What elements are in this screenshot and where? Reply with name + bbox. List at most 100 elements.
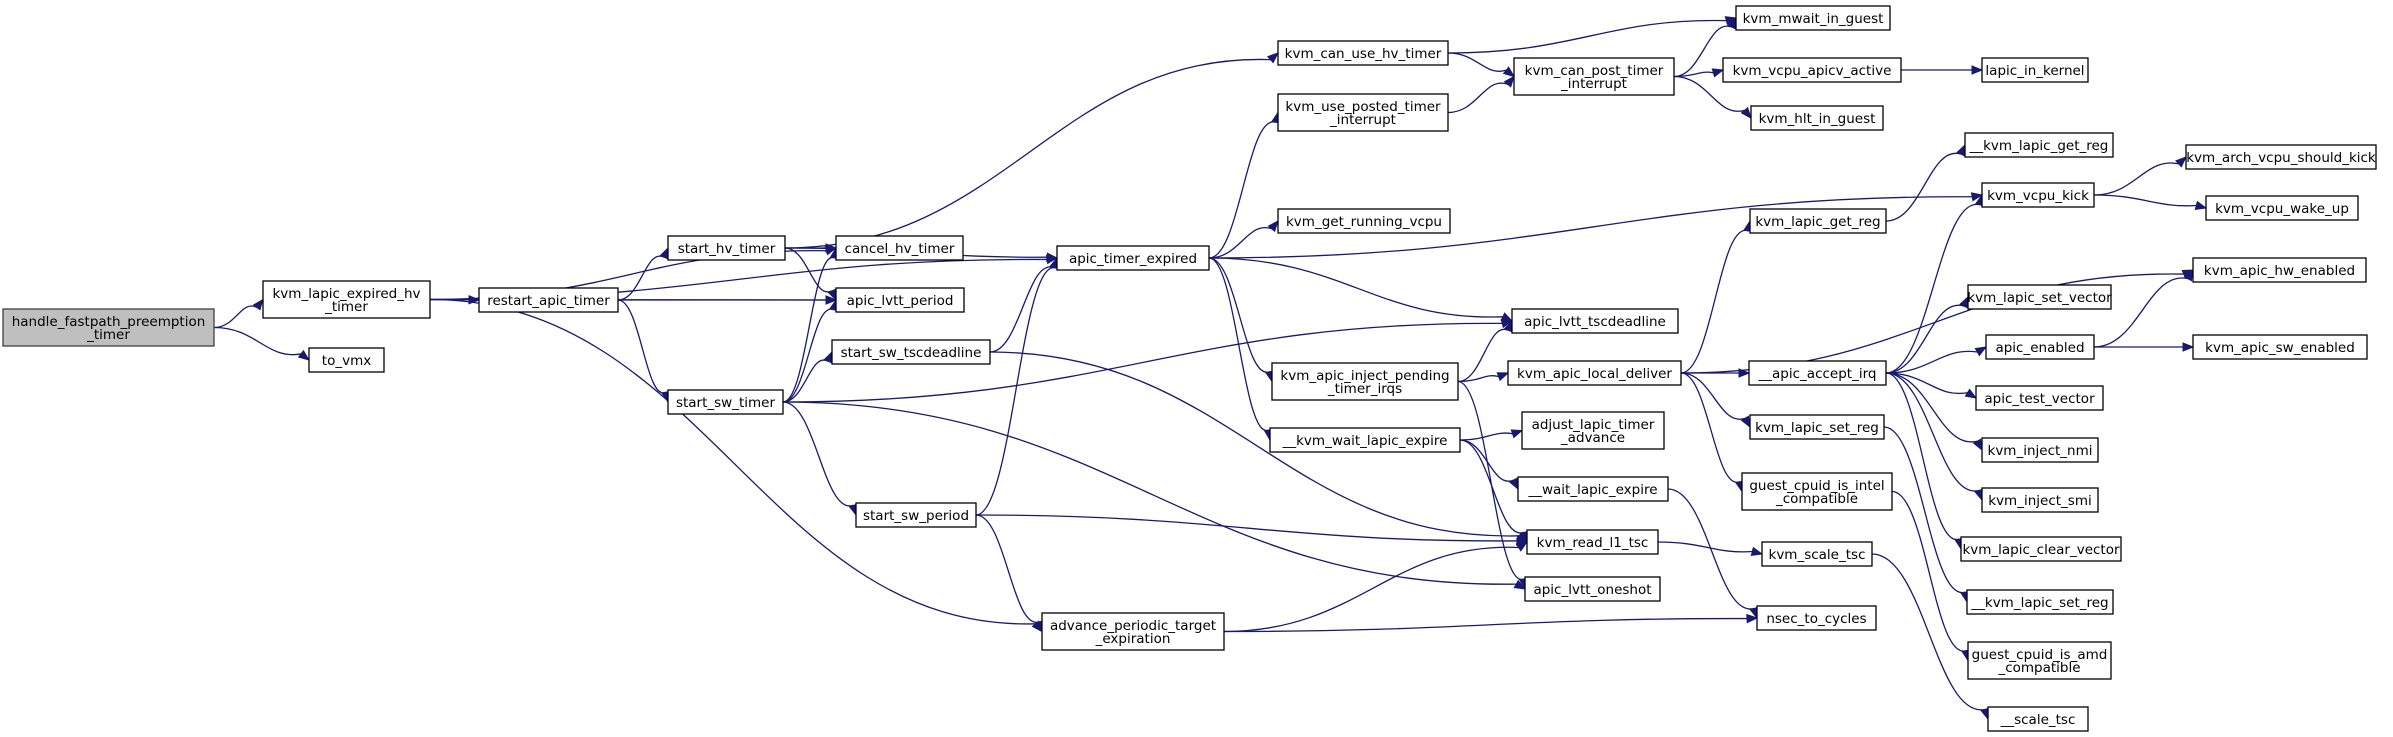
function-node-handle-fastpath[interactable]: handle_fastpath_preemption_timer bbox=[2, 308, 215, 347]
function-node-apic-accept-irq[interactable]: __apic_accept_irq bbox=[1748, 360, 1887, 386]
node-box bbox=[1964, 132, 2114, 158]
function-node-kvm-use-posted-timer-interrupt[interactable]: kvm_use_posted_timer_interrupt bbox=[1277, 93, 1449, 132]
call-edge-line bbox=[784, 58, 1271, 249]
function-node-lapic-in-kernel[interactable]: lapic_in_kernel bbox=[1981, 57, 2089, 83]
function-node-kvm-vcpu-wake-up[interactable]: kvm_vcpu_wake_up bbox=[2205, 195, 2359, 221]
function-node-scale-tsc[interactable]: __scale_tsc bbox=[1987, 706, 2089, 732]
function-node-kvm-lapic-get-reg[interactable]: kvm_lapic_get_reg bbox=[1749, 208, 1887, 234]
function-node-kvm-inject-smi[interactable]: kvm_inject_smi bbox=[1981, 487, 2099, 513]
function-node-kvm-hlt-in-guest[interactable]: kvm_hlt_in_guest bbox=[1750, 105, 1884, 131]
arrowhead bbox=[2183, 268, 2194, 282]
call-edge bbox=[1447, 16, 1738, 54]
function-node-kvm-arch-vcpu-should-kick[interactable]: kvm_arch_vcpu_should_kick bbox=[2185, 144, 2377, 170]
function-node-nsec-to-cycles[interactable]: nsec_to_cycles bbox=[1756, 605, 1877, 631]
arrowhead bbox=[825, 295, 838, 305]
call-edge bbox=[1459, 439, 1519, 491]
node-box bbox=[835, 287, 965, 313]
function-node-guest-cpuid-is-intel[interactable]: guest_cpuid_is_intel_compatible bbox=[1741, 472, 1893, 511]
call-edge bbox=[784, 247, 837, 302]
function-node-kvm-lapic-set-reg[interactable]: kvm_lapic_set_reg bbox=[1749, 414, 1885, 440]
function-node-advance-periodic[interactable]: advance_periodic_target_expiration bbox=[1041, 612, 1225, 651]
arrowhead bbox=[1738, 368, 1751, 378]
function-node-apic-lvtt-tscdeadline[interactable]: apic_lvtt_tscdeadline bbox=[1511, 308, 1679, 334]
function-node-kvm-lapic-set-vector[interactable]: kvm_lapic_set_vector bbox=[1967, 284, 2112, 310]
node-label: _expiration bbox=[1095, 631, 1171, 647]
function-node-apic-timer-expired[interactable]: apic_timer_expired bbox=[1056, 245, 1210, 271]
call-edge bbox=[1885, 372, 1978, 399]
node-label: kvm_apic_hw_enabled bbox=[2204, 263, 2355, 279]
node-box bbox=[1761, 541, 1873, 567]
function-node-kvm-vcpu-apicv-active[interactable]: kvm_vcpu_apicv_active bbox=[1722, 57, 1902, 83]
function-node-adjust-lapic-timer-advance[interactable]: adjust_lapic_timer_advance bbox=[1521, 411, 1665, 450]
node-label: _interrupt bbox=[1560, 76, 1627, 92]
function-nodes: handle_fastpath_preemption_timer kvm_lapi… bbox=[2, 5, 2377, 732]
node-label: kvm_hlt_in_guest bbox=[1759, 111, 1876, 127]
call-edge bbox=[1901, 65, 1984, 75]
function-node-kvm-read-l1-tsc[interactable]: kvm_read_l1_tsc bbox=[1526, 529, 1659, 555]
function-node-start-sw-timer[interactable]: start_sw_timer bbox=[667, 389, 784, 415]
call-edge-line bbox=[1680, 372, 1746, 420]
call-edge-line bbox=[1885, 304, 1964, 374]
function-node-kvm-vcpu-kick[interactable]: kvm_vcpu_kick bbox=[1981, 182, 2095, 208]
node-box bbox=[1966, 589, 2114, 615]
function-node-start-sw-tscdeadline[interactable]: start_sw_tscdeadline bbox=[831, 339, 991, 365]
function-node-kvm-apic-local-deliver[interactable]: kvm_apic_local_deliver bbox=[1507, 360, 1682, 386]
call-edge-line bbox=[1657, 541, 1753, 553]
node-box bbox=[667, 235, 786, 261]
call-edge-line bbox=[1208, 257, 1269, 431]
function-node-apic-lvtt-period[interactable]: apic_lvtt_period bbox=[835, 287, 965, 313]
function-node-apic-test-vector[interactable]: apic_test_vector bbox=[1975, 385, 2104, 411]
call-edge bbox=[2093, 342, 2195, 352]
node-label: start_sw_period bbox=[863, 508, 969, 524]
function-node-kvm-wait-lapic-expire[interactable]: __kvm_wait_lapic_expire bbox=[1269, 427, 1461, 453]
call-edge-line bbox=[213, 326, 302, 356]
call-edge-line bbox=[784, 247, 833, 293]
arrowhead bbox=[1971, 65, 1984, 75]
function-node-start-hv-timer[interactable]: start_hv_timer bbox=[667, 235, 786, 261]
function-node-cancel-hv-timer[interactable]: cancel_hv_timer bbox=[835, 235, 964, 261]
node-label: kvm_apic_inject_pending bbox=[1280, 368, 1449, 384]
arrowhead bbox=[1266, 52, 1280, 64]
function-node-kvm-apic-sw-enabled[interactable]: kvm_apic_sw_enabled bbox=[2192, 334, 2368, 360]
function-node-kvm-lapic-get-reg[interactable]: __kvm_lapic_get_reg bbox=[1964, 132, 2114, 158]
call-edge bbox=[1457, 319, 1513, 383]
function-node-kvm-get-running-vcpu[interactable]: kvm_get_running_vcpu bbox=[1277, 208, 1451, 234]
function-node-kvm-can-use-hv-timer[interactable]: kvm_can_use_hv_timer bbox=[1277, 40, 1449, 66]
call-edge-line bbox=[989, 266, 1055, 353]
call-edge bbox=[213, 298, 264, 329]
function-node-kvm-mwait-in-guest[interactable]: kvm_mwait_in_guest bbox=[1735, 5, 1891, 31]
function-node-guest-cpuid-is-amd[interactable]: guest_cpuid_is_amd_compatible bbox=[1967, 641, 2112, 680]
call-edge bbox=[1447, 52, 1516, 78]
call-edge-line bbox=[782, 257, 835, 403]
function-node-kvm-apic-inject-pending[interactable]: kvm_apic_inject_pending_timer_irqs bbox=[1271, 362, 1459, 401]
call-edge bbox=[213, 326, 311, 361]
function-node-wait-lapic-expire[interactable]: __wait_lapic_expire bbox=[1517, 476, 1669, 502]
node-box bbox=[1277, 40, 1449, 66]
function-node-kvm-lapic-set-reg[interactable]: __kvm_lapic_set_reg bbox=[1966, 589, 2114, 615]
function-node-kvm-apic-hw-enabled[interactable]: kvm_apic_hw_enabled bbox=[2192, 257, 2367, 283]
node-box bbox=[2185, 144, 2377, 170]
node-box bbox=[2, 308, 215, 347]
node-label: start_sw_tscdeadline bbox=[841, 345, 982, 361]
function-node-start-sw-period[interactable]: start_sw_period bbox=[855, 502, 977, 528]
function-node-to-vmx[interactable]: to_vmx bbox=[308, 347, 385, 373]
function-node-kvm-lapic-expired-hv-timer[interactable]: kvm_lapic_expired_hv_timer bbox=[262, 280, 431, 319]
function-node-apic-enabled[interactable]: apic_enabled bbox=[1985, 334, 2095, 360]
node-label: nsec_to_cycles bbox=[1766, 611, 1866, 627]
call-edge-line bbox=[1223, 617, 1748, 633]
node-box bbox=[831, 339, 991, 365]
function-node-restart-apic-timer[interactable]: restart_apic_timer bbox=[478, 287, 619, 313]
call-edge bbox=[1223, 541, 1529, 633]
node-label: kvm_use_posted_timer bbox=[1285, 99, 1441, 115]
function-node-kvm-inject-nmi[interactable]: kvm_inject_nmi bbox=[1981, 437, 2099, 463]
function-node-kvm-can-post-timer-interrupt[interactable]: kvm_can_post_timer_interrupt bbox=[1513, 57, 1675, 96]
call-edge bbox=[1680, 372, 1745, 493]
call-edge bbox=[1885, 295, 1969, 374]
call-edge-line bbox=[1885, 372, 1968, 395]
function-node-kvm-lapic-clear-vector[interactable]: kvm_lapic_clear_vector bbox=[1960, 536, 2122, 562]
node-box bbox=[1056, 245, 1210, 271]
function-node-apic-lvtt-oneshot[interactable]: apic_lvtt_oneshot bbox=[1524, 576, 1661, 602]
call-edge-line bbox=[1891, 490, 1967, 652]
call-edge-line bbox=[1459, 439, 1525, 534]
function-node-kvm-scale-tsc[interactable]: kvm_scale_tsc bbox=[1761, 541, 1873, 567]
